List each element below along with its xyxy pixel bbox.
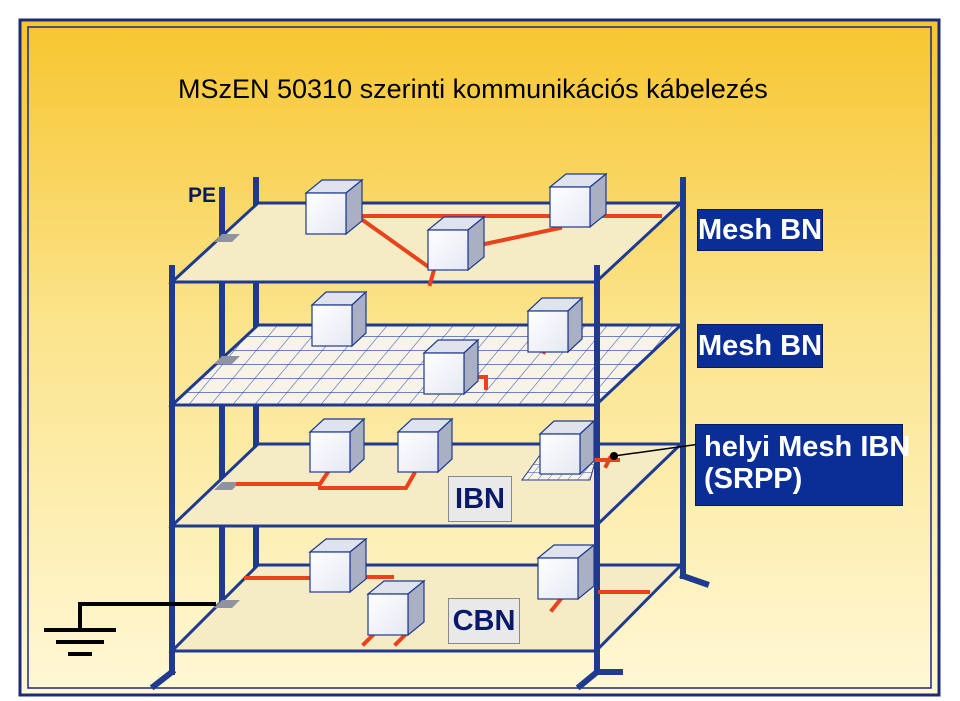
equipment-cube bbox=[548, 172, 608, 229]
slide-title: MSzEN 50310 szerinti kommunikációs kábel… bbox=[178, 74, 768, 104]
pe-label: PE bbox=[188, 184, 217, 207]
equipment-cube bbox=[422, 338, 480, 396]
equipment-cube bbox=[396, 417, 454, 474]
local-mesh-ibn-line2: (SRPP) bbox=[704, 463, 803, 495]
slide-inner-frame bbox=[27, 26, 932, 689]
equipment-units bbox=[304, 172, 608, 637]
local-mesh-ibn-label: helyi Mesh IBN (SRPP) bbox=[695, 424, 911, 506]
equipment-cube bbox=[304, 178, 364, 236]
ibn-label: IBN bbox=[448, 476, 512, 522]
equipment-cube bbox=[426, 215, 486, 272]
equipment-cube bbox=[366, 579, 426, 637]
local-mesh-ibn-line1: helyi Mesh IBN bbox=[704, 431, 911, 463]
ground-symbol bbox=[44, 602, 216, 656]
equipment-cube bbox=[538, 419, 596, 476]
equipment-cube bbox=[310, 290, 368, 348]
equipment-cube bbox=[308, 537, 368, 594]
equipment-cube bbox=[526, 296, 584, 354]
equipment-cube bbox=[536, 543, 596, 601]
mesh-bn-top-label: Mesh BN bbox=[697, 209, 823, 251]
pe-bonding-points bbox=[214, 234, 240, 608]
srpp-pointer bbox=[610, 443, 701, 460]
cbn-label: CBN bbox=[448, 598, 520, 644]
mesh-bn-mid-label: Mesh BN bbox=[697, 324, 823, 368]
equipment-cube bbox=[308, 417, 366, 474]
rack-feet bbox=[149, 572, 710, 691]
